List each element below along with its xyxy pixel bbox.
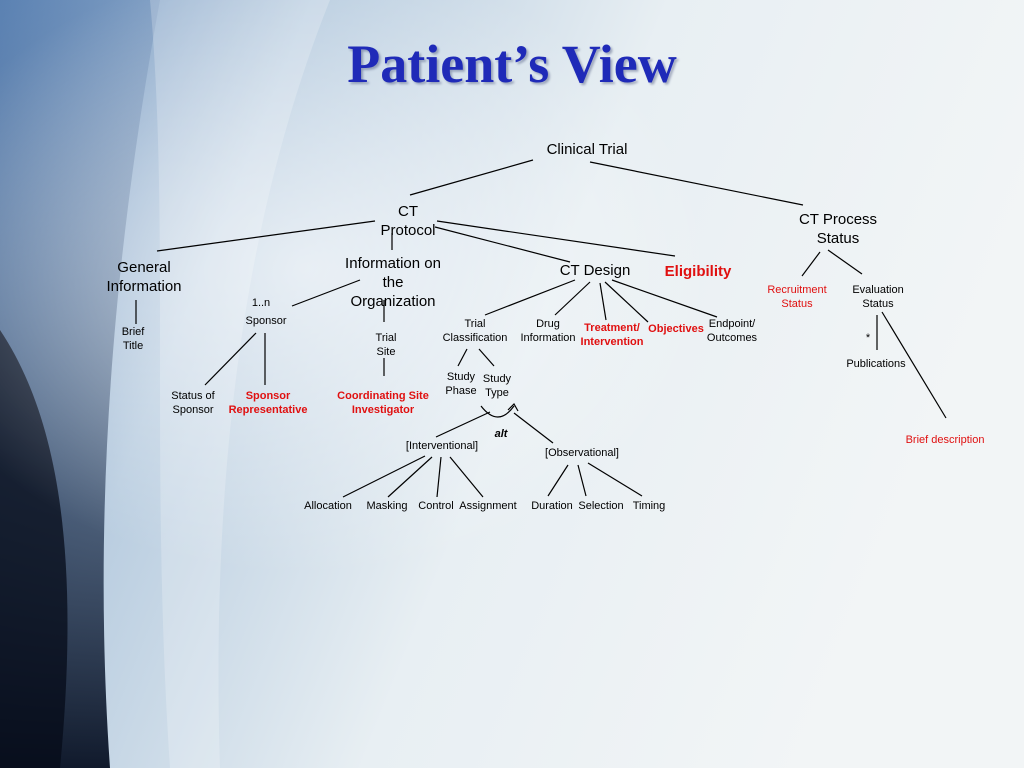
edge-type-interventional — [435, 411, 491, 438]
edge-evaluation-brief-description — [881, 311, 947, 419]
node-masking: Masking — [366, 500, 408, 512]
node-treatment-intervention: Treatment/ Intervention — [580, 322, 644, 348]
node-study-type: Study Type — [482, 373, 512, 399]
node-coordinating-site-investigator: Coordinating Site Investigator — [337, 390, 429, 416]
edge-design-endpoint — [611, 279, 718, 318]
node-endpoint-outcomes: Endpoint/ Outcomes — [706, 318, 758, 344]
slide-title: Patient’s View — [347, 34, 677, 94]
node-trial-classification: Trial Classification — [442, 318, 508, 344]
node-study-phase: Study Phase — [445, 371, 477, 397]
node-interventional: [Interventional] — [405, 440, 479, 452]
node-sponsor: Sponsor — [245, 315, 287, 327]
edge-protocol-eligibility — [436, 220, 676, 257]
node-eligibility: Eligibility — [664, 263, 732, 280]
node-timing: Timing — [632, 500, 666, 512]
node-evaluation-status: Evaluation Status — [852, 284, 904, 310]
node-ct-design: CT Design — [559, 262, 631, 279]
node-selection: Selection — [578, 500, 624, 512]
node-clinical-trial: Clinical Trial — [546, 141, 628, 158]
edge-obs-duration — [547, 464, 569, 497]
node-information-organization: Information on the Organization — [345, 255, 441, 310]
label-alt: alt — [494, 428, 508, 440]
edge-interv-control — [436, 456, 442, 498]
edge-sponsor-status — [204, 332, 257, 386]
edge-interv-assignment — [449, 456, 484, 498]
edge-design-objectives — [604, 281, 649, 323]
node-drug-information: Drug Information — [520, 318, 576, 344]
node-ct-protocol: CT Protocol — [380, 203, 436, 239]
node-observational: [Observational] — [545, 447, 619, 459]
edge-design-treatment — [599, 282, 607, 321]
multiplicity-star: * — [865, 332, 871, 344]
alt-arrowhead — [507, 403, 519, 412]
node-recruitment-status: Recruitment Status — [767, 284, 827, 310]
edge-root-process — [589, 161, 804, 206]
node-duration: Duration — [531, 500, 573, 512]
edge-process-evaluation — [827, 249, 863, 275]
node-publications: Publications — [846, 358, 906, 370]
edge-protocol-general — [156, 220, 376, 252]
edge-interv-allocation — [342, 455, 426, 498]
node-ct-process-status: CT Process Status — [798, 211, 878, 247]
edge-classification-type — [478, 348, 495, 367]
edge-protocol-design — [434, 226, 571, 263]
multiplicity-1n: 1..n — [251, 297, 271, 309]
node-allocation: Allocation — [304, 500, 352, 512]
edge-classification-phase — [457, 348, 468, 367]
node-brief-title: Brief Title — [121, 326, 145, 352]
edge-design-classification — [484, 279, 576, 316]
edge-root-protocol — [409, 159, 534, 196]
edge-process-recruitment — [801, 251, 821, 277]
edge-obs-selection — [577, 464, 587, 497]
edge-obs-timing — [587, 462, 643, 497]
node-trial-site: Trial Site — [375, 332, 397, 358]
node-control: Control — [418, 500, 454, 512]
node-assignment: Assignment — [459, 500, 517, 512]
node-general-information: General Information — [106, 259, 182, 295]
edge-design-drug — [554, 281, 591, 316]
node-status-of-sponsor: Status of Sponsor — [171, 390, 215, 416]
node-brief-description: Brief description — [905, 434, 985, 446]
edge-type-observational — [513, 412, 554, 444]
edge-org-sponsor — [291, 279, 361, 307]
edge-interv-masking — [387, 456, 433, 498]
node-sponsor-representative: Sponsor Representative — [228, 390, 308, 416]
node-objectives: Objectives — [648, 323, 704, 335]
alt-arc — [480, 405, 515, 418]
